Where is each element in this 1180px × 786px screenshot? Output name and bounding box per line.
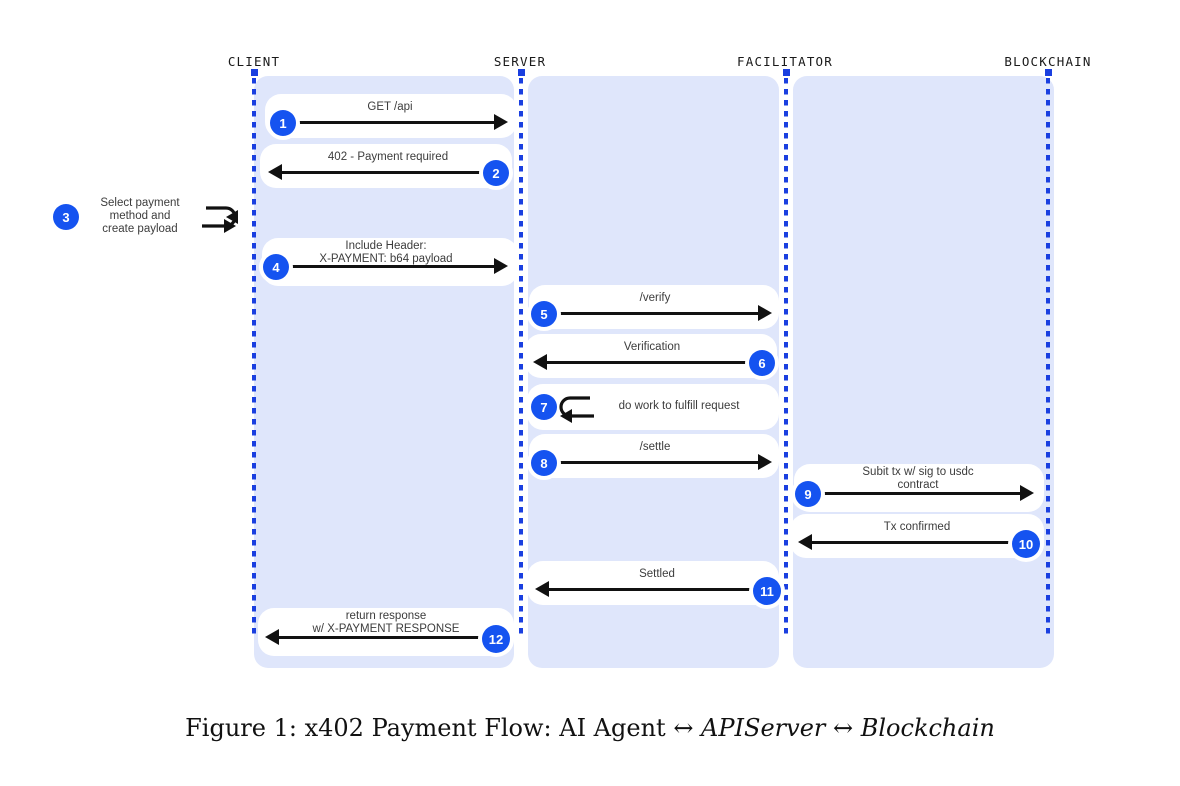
message-arrowhead-5 — [758, 305, 772, 321]
message-label-10: Tx confirmed — [883, 521, 951, 533]
message-arrowhead-9 — [1020, 485, 1034, 501]
message-label-4: Include Header: X-PAYMENT: b64 payload — [319, 240, 453, 265]
message-line-2 — [280, 171, 488, 174]
message-pill-2 — [260, 144, 512, 188]
message-pill-3 — [48, 192, 240, 242]
message-pill-12 — [258, 608, 514, 656]
message-line-12 — [278, 636, 485, 639]
step-badge-6: 6 — [749, 350, 775, 376]
lifeline-client — [252, 78, 256, 638]
message-arrowhead-8 — [758, 454, 772, 470]
step-badge-1: 1 — [270, 110, 296, 136]
step-badge-4: 4 — [263, 254, 289, 280]
message-line-4 — [282, 265, 496, 268]
message-pill-5 — [529, 285, 779, 329]
message-line-6 — [545, 361, 753, 364]
message-line-8 — [552, 461, 760, 464]
caption-prefix: Figure 1: x402 Payment Flow: AI Agent — [185, 714, 674, 742]
step-badge-7: 7 — [531, 394, 557, 420]
message-label-5: /verify — [639, 292, 671, 304]
message-pill-11 — [527, 561, 779, 605]
lifeline-facilitator — [784, 78, 788, 638]
message-pill-7 — [527, 384, 779, 430]
caption-blockchain: Blockchain — [853, 714, 995, 742]
message-label-12: return response w/ X-PAYMENT RESPONSE — [312, 610, 460, 635]
lifeline-cap-blockchain — [1045, 69, 1052, 76]
step-badge-3: 3 — [53, 204, 79, 230]
lifeline-cap-facilitator — [783, 69, 790, 76]
caption-arrow-2: ↔ — [833, 714, 854, 742]
actor-header-server: SERVER — [493, 54, 547, 69]
message-label-11: Settled — [639, 568, 675, 580]
message-arrowhead-2 — [268, 164, 282, 180]
message-arrowhead-1 — [494, 114, 508, 130]
step-badge-8: 8 — [531, 450, 557, 476]
message-arrowhead-4 — [494, 258, 508, 274]
self-loop-arrow-7 — [559, 396, 594, 423]
caption-arrow-1: ↔ — [673, 714, 694, 742]
step-badge-9: 9 — [795, 481, 821, 507]
step-badge-5: 5 — [531, 301, 557, 327]
message-pill-6 — [525, 334, 777, 378]
message-label-3: Select payment method and create payload — [100, 197, 180, 235]
message-pill-10 — [790, 514, 1044, 558]
step-badge-2: 2 — [483, 160, 509, 186]
lifeline-blockchain — [1046, 78, 1050, 638]
lifeline-server — [519, 78, 523, 638]
message-arrowhead-11 — [535, 581, 549, 597]
message-line-10 — [810, 541, 1016, 544]
message-label-9: Subit tx w/ sig to usdc contract — [862, 466, 974, 491]
message-pill-1 — [265, 94, 517, 138]
lifeline-cap-server — [518, 69, 525, 76]
actor-header-facilitator: FACILITATOR — [737, 54, 833, 69]
actor-header-blockchain: BLOCKCHAIN — [1004, 54, 1092, 69]
figure-caption: Figure 1: x402 Payment Flow: AI Agent ↔ … — [0, 714, 1180, 742]
message-label-2: 402 - Payment required — [327, 151, 449, 163]
message-arrowhead-10 — [798, 534, 812, 550]
message-arrowhead-12 — [265, 629, 279, 645]
caption-api-server: APIServer — [693, 714, 833, 742]
message-line-9 — [817, 492, 1022, 495]
step-badge-11: 11 — [753, 577, 781, 605]
step-badge-12: 12 — [482, 625, 510, 653]
message-arrowhead-6 — [533, 354, 547, 370]
actor-header-client: CLIENT — [227, 54, 281, 69]
step-badge-10: 10 — [1012, 530, 1040, 558]
message-line-11 — [547, 588, 755, 591]
lifeline-band-facilitator — [793, 76, 1054, 668]
self-loop-arrow-3 — [202, 206, 238, 233]
message-pill-8 — [529, 434, 779, 478]
message-line-1 — [288, 121, 496, 124]
lifeline-cap-client — [251, 69, 258, 76]
message-label-1: GET /api — [367, 101, 413, 113]
message-label-8: /settle — [639, 441, 671, 453]
message-line-5 — [552, 312, 760, 315]
message-pill-4 — [262, 238, 518, 286]
message-label-6: Verification — [623, 341, 681, 353]
message-pill-9 — [794, 464, 1044, 512]
message-label-7: do work to fulfill request — [618, 400, 740, 412]
